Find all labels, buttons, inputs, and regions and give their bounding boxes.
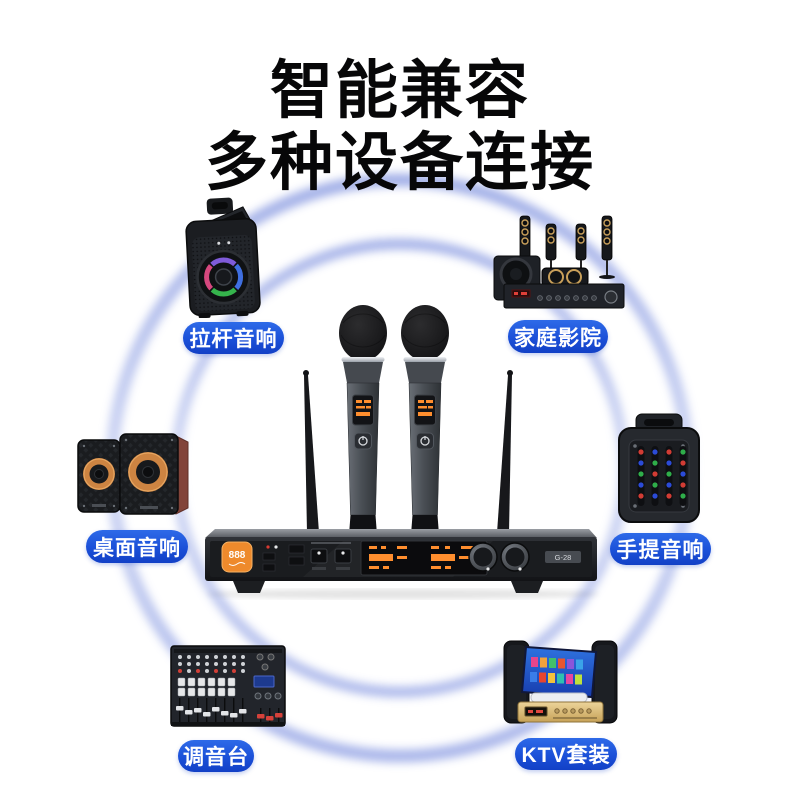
led-light-bars: [637, 446, 687, 506]
home-theater-image: [492, 212, 632, 317]
mixer-buttons: [177, 675, 282, 700]
left-bookshelf-speaker: [77, 439, 121, 513]
volume-knob-a: [468, 542, 498, 572]
receiver-foot-right: [511, 581, 543, 593]
svg-text:G-28: G-28: [555, 553, 572, 562]
center-speaker: [541, 267, 589, 287]
receiver-unit: 888: [205, 529, 597, 593]
ktv-player-base: [517, 692, 604, 723]
label-desktop-speaker: 桌面音响: [86, 530, 188, 563]
label-home-theater: 家庭影院: [508, 320, 608, 353]
label-portable-speaker: 手提音响: [610, 533, 711, 565]
av-receiver: [503, 283, 625, 309]
title-line-1: 智能兼容: [270, 56, 530, 127]
wireless-mic-system-image: 888: [193, 293, 615, 603]
channel-buttons: [310, 548, 352, 570]
frequency-display: [360, 540, 488, 576]
mixer-faders: [171, 698, 285, 726]
handheld-mic-right: [400, 304, 450, 538]
desktop-speaker-image: [76, 428, 192, 525]
trolley-speaker-image: [172, 196, 272, 323]
label-mixer: 调音台: [178, 740, 254, 772]
ktv-touchscreen: [520, 645, 598, 699]
portable-speaker-body: [618, 413, 700, 523]
portable-speaker-image: [616, 412, 702, 531]
page-title: 智能兼容 多种设备连接: [0, 56, 800, 200]
mixer-knobs: [178, 653, 275, 673]
model-plate: G-28: [545, 551, 581, 563]
right-bookshelf-speaker: [119, 433, 189, 515]
right-antenna: [497, 370, 513, 533]
receiver-shadow: [207, 589, 599, 599]
volume-knob-b: [500, 542, 530, 572]
rgb-led-ring: [204, 257, 244, 297]
power-led: [266, 545, 270, 549]
receiver-foot-left: [233, 581, 265, 593]
label-trolley-speaker: 拉杆音响: [183, 322, 284, 354]
title-line-2: 多种设备连接: [205, 128, 595, 199]
svg-text:888: 888: [229, 550, 246, 561]
trolley-speaker-body: [185, 197, 261, 319]
brand-badge: 888: [221, 541, 253, 573]
left-antenna: [303, 370, 319, 533]
handheld-mic-left: [338, 304, 388, 538]
label-ktv-set: KTV套装: [515, 738, 617, 770]
mixer-image: [168, 640, 288, 737]
ktv-set-image: [503, 635, 618, 737]
